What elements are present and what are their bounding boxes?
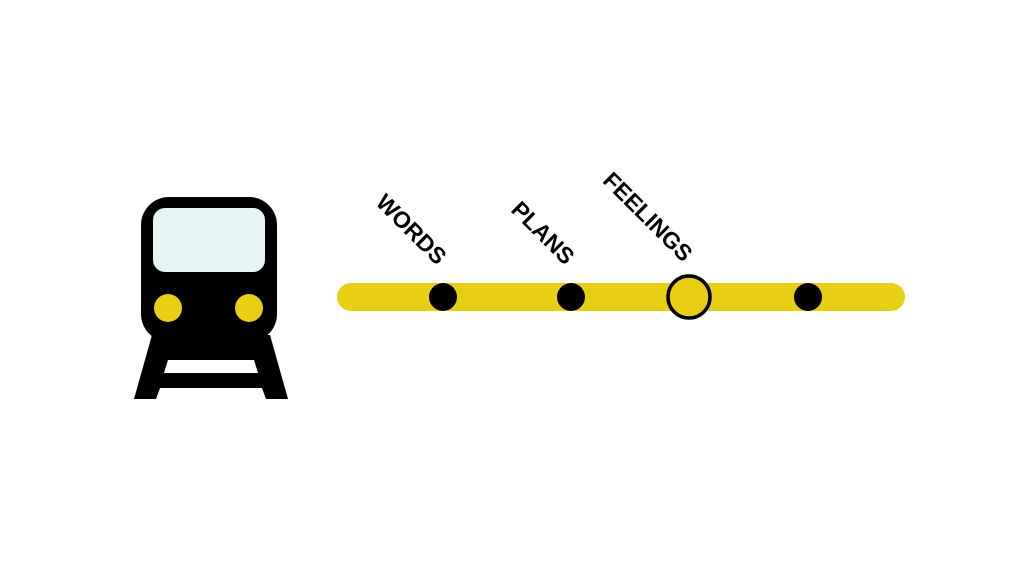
stop-marker bbox=[429, 283, 457, 311]
train-headlight-left bbox=[154, 294, 182, 322]
train-front-icon bbox=[134, 197, 288, 399]
stop-marker bbox=[557, 283, 585, 311]
train-window bbox=[153, 208, 265, 272]
stop-label: PLANS bbox=[506, 196, 580, 270]
train-headlight-right bbox=[235, 294, 263, 322]
stop-marker bbox=[794, 283, 822, 311]
stop-label: WORDS bbox=[371, 189, 452, 270]
stop-label: FEELINGS bbox=[598, 167, 698, 267]
current-stop-marker bbox=[666, 274, 712, 320]
